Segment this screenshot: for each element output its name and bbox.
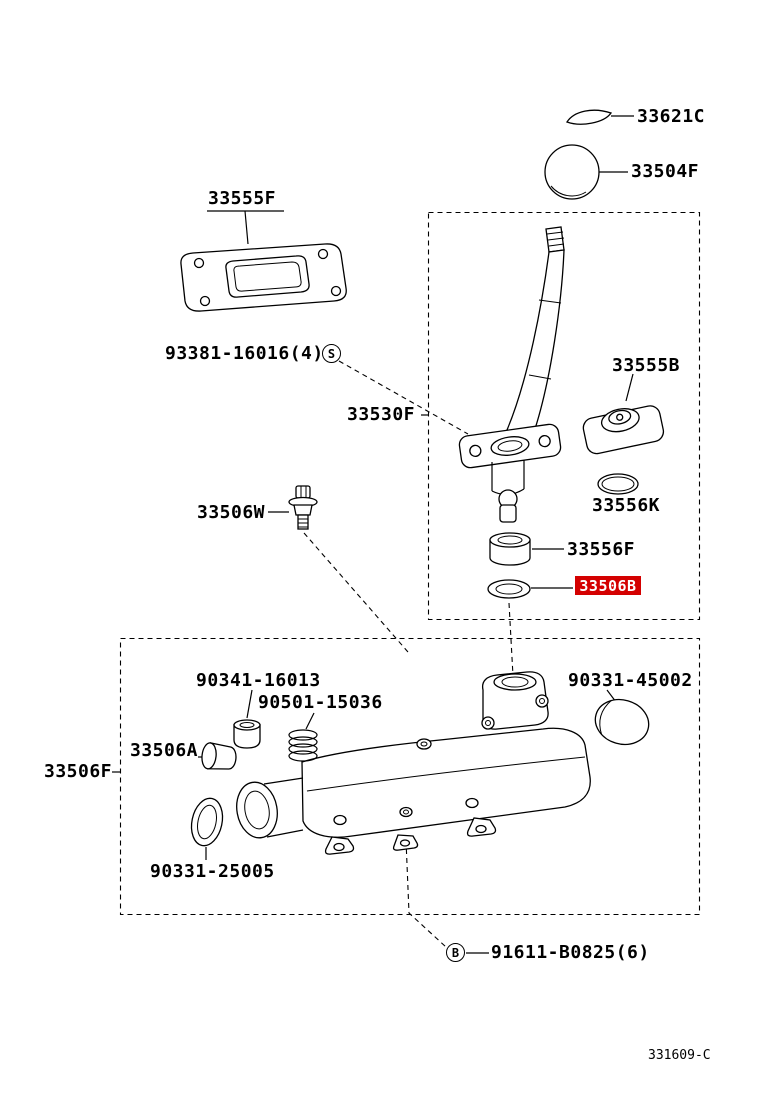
figure-code: 331609-C bbox=[648, 1048, 711, 1063]
part-label-33506W[interactable]: 33506W bbox=[197, 502, 266, 523]
part-label-90501-15036[interactable]: 90501-15036 bbox=[258, 692, 383, 713]
cover-plate-art bbox=[180, 243, 347, 312]
part-label-33506A[interactable]: 33506A bbox=[130, 740, 199, 761]
part-label-33530F[interactable]: 33530F bbox=[347, 404, 416, 425]
part-label-33504F[interactable]: 33504F bbox=[631, 161, 700, 182]
bushing-33556F-art bbox=[489, 532, 531, 566]
seal-90331-25005-art bbox=[190, 797, 224, 847]
part-label-90331-45002[interactable]: 90331-45002 bbox=[568, 670, 693, 691]
plug-33506W-art bbox=[288, 485, 318, 530]
bolt-symbol-B[interactable]: B bbox=[446, 943, 465, 962]
plug-90341-art bbox=[233, 719, 261, 749]
part-label-33506F[interactable]: 33506F bbox=[44, 761, 113, 782]
cap-90331-45002-art bbox=[594, 698, 650, 746]
part-label-93381-16016[interactable]: 93381-16016(4) bbox=[165, 343, 324, 364]
retainer-33555B-art bbox=[582, 405, 665, 455]
dashed-connectors bbox=[303, 360, 514, 948]
shift-lever-button-art bbox=[566, 109, 613, 125]
shift-cover-housing-art bbox=[236, 671, 591, 855]
part-label-33556F[interactable]: 33556F bbox=[567, 539, 636, 560]
part-label-33556K[interactable]: 33556K bbox=[592, 495, 661, 516]
shift-lever-assembly-art bbox=[458, 226, 565, 523]
part-label-33506B-highlighted[interactable]: 33506B bbox=[575, 576, 641, 595]
part-label-33555F[interactable]: 33555F bbox=[208, 188, 277, 209]
part-label-91611-B0825[interactable]: 91611-B0825(6) bbox=[491, 942, 650, 963]
screw-symbol-S[interactable]: S bbox=[322, 344, 341, 363]
plug-33506A-art bbox=[201, 742, 237, 770]
washer-33506B-art bbox=[487, 579, 531, 599]
leader-lines bbox=[112, 115, 634, 954]
oring-33556K-art bbox=[597, 473, 639, 495]
selection-box-lever-assembly bbox=[427, 211, 701, 621]
spring-90501-art bbox=[288, 729, 318, 762]
shift-knob-art bbox=[544, 144, 600, 200]
part-label-90331-25005[interactable]: 90331-25005 bbox=[150, 861, 275, 882]
part-label-33621C[interactable]: 33621C bbox=[637, 106, 706, 127]
part-label-33555B[interactable]: 33555B bbox=[612, 355, 681, 376]
part-label-90341-16013[interactable]: 90341-16013 bbox=[196, 670, 321, 691]
